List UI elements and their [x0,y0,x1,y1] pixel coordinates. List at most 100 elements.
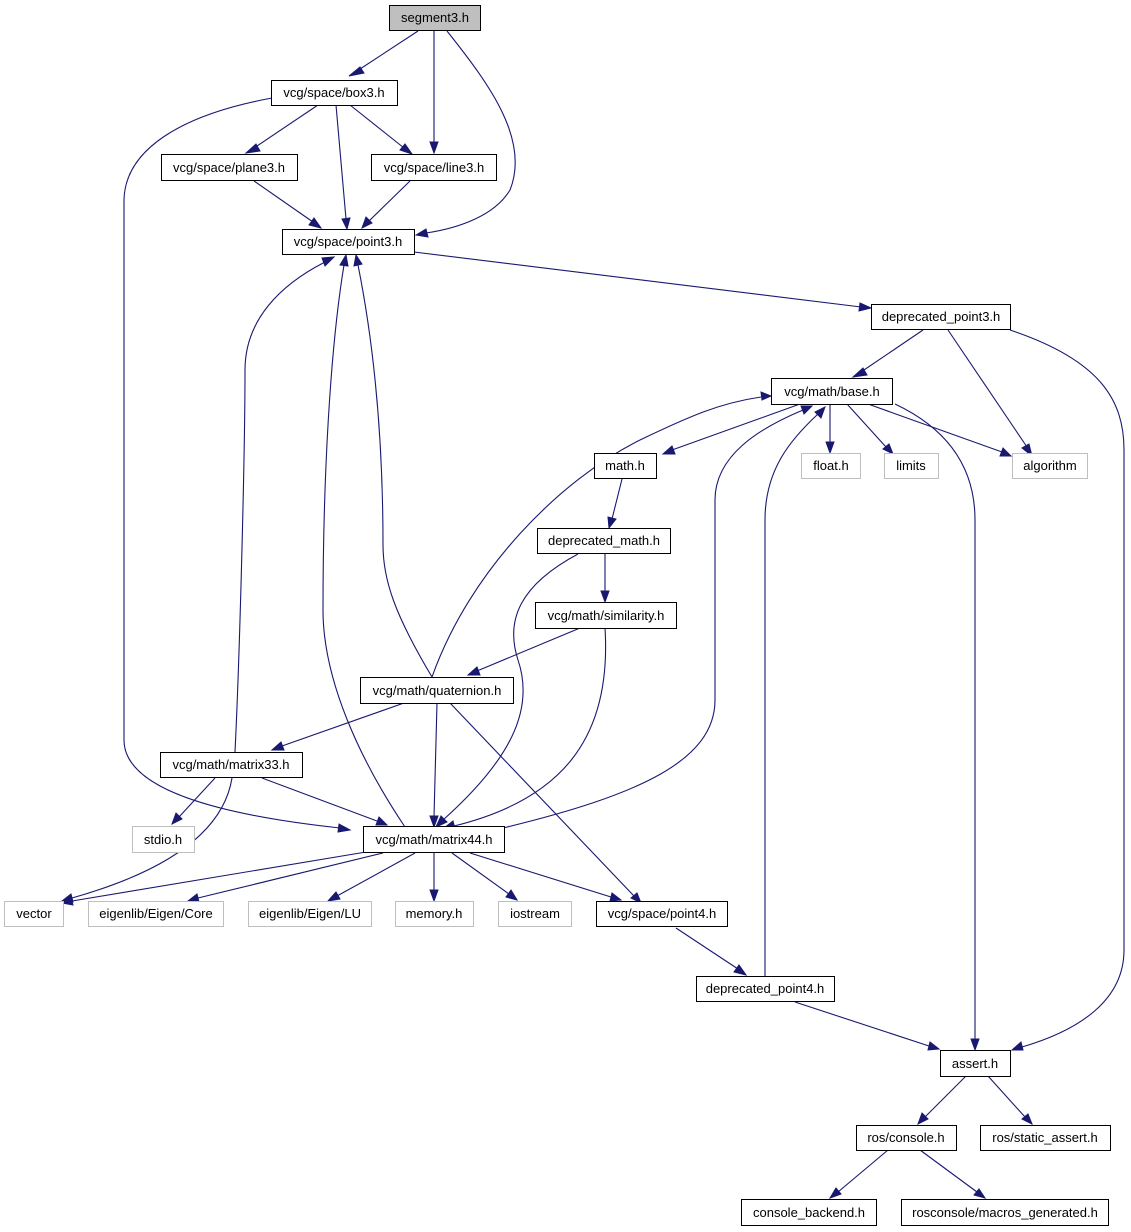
svg-text:deprecated_point3.h: deprecated_point3.h [882,309,1001,324]
edge-box3-point3 [335,104,351,231]
edge-matrix33-matrix44 [261,777,389,826]
edges [60,30,1125,1199]
edge-quaternion-matrix33 [270,702,405,751]
edge-deprecated-math-matrix44 [434,553,579,829]
edge-deprecated-point4-base [764,405,826,976]
node-point3[interactable]: vcg/space/point3.h [282,229,415,255]
edge-matrix44-point4 [469,852,623,902]
edge-matrix44-base [502,405,814,829]
edge-matrix44-eigen-core [186,852,384,903]
svg-text:ros/static_assert.h: ros/static_assert.h [992,1130,1098,1145]
svg-text:vcg/space/plane3.h: vcg/space/plane3.h [173,160,285,175]
edge-quaternion-matrix44 [429,702,439,829]
node-floath[interactable]: float.h [801,453,861,479]
edge-similarity-matrix44 [442,627,607,830]
edge-matrix44-eigen-lu [326,852,416,902]
edge-box3-plane3 [244,104,319,154]
node-assert[interactable]: assert.h [940,1050,1011,1077]
svg-text:deprecated_point4.h: deprecated_point4.h [706,981,825,996]
edge-matrix33-stdio [171,777,216,826]
edge-matrix44-point3 [322,253,406,828]
node-eigen-lu[interactable]: eigenlib/Eigen/LU [248,901,372,927]
node-deprecated-point4[interactable]: deprecated_point4.h [696,976,835,1002]
edge-point3-deprecated-point3 [413,251,873,312]
svg-text:assert.h: assert.h [952,1056,998,1071]
edge-deprecated-math-similarity [600,554,610,604]
node-plane3[interactable]: vcg/space/plane3.h [161,154,298,181]
svg-text:limits: limits [896,458,926,473]
edge-box3-matrix44 [123,97,352,833]
node-quaternion[interactable]: vcg/math/quaternion.h [360,677,514,704]
edge-quaternion-point3 [353,253,433,678]
svg-text:vcg/space/box3.h: vcg/space/box3.h [283,85,384,100]
edge-matrix44-memory [429,853,439,903]
edge-box3-line3 [349,104,414,155]
node-eigen-core[interactable]: eigenlib/Eigen/Core [88,901,224,927]
edge-matrix44-iostream [451,852,519,901]
svg-text:vcg/math/matrix44.h: vcg/math/matrix44.h [375,832,492,847]
svg-text:deprecated_math.h: deprecated_math.h [548,533,660,548]
node-similarity[interactable]: vcg/math/similarity.h [535,602,677,629]
edge-base-algorithm [867,403,1013,457]
nodes: segment3.h vcg/space/box3.h vcg/space/pl… [4,5,1111,1226]
edge-point4-deprecated-point4 [675,927,748,976]
edge-assert-ros-console [917,1075,967,1126]
node-algorithm[interactable]: algorithm [1012,453,1088,479]
svg-text:vcg/space/point4.h: vcg/space/point4.h [608,906,716,921]
node-point4[interactable]: vcg/space/point4.h [596,901,728,927]
node-macros-generated[interactable]: rosconsole/macros_generated.h [901,1199,1109,1226]
svg-text:eigenlib/Eigen/Core: eigenlib/Eigen/Core [99,906,212,921]
edge-line3-point3 [361,180,411,230]
svg-text:vcg/math/base.h: vcg/math/base.h [784,384,879,399]
node-deprecated-math[interactable]: deprecated_math.h [537,528,671,554]
node-deprecated-point3[interactable]: deprecated_point3.h [871,304,1011,330]
node-matrix33[interactable]: vcg/math/matrix33.h [160,752,303,778]
edge-segment3-point3 [414,30,516,238]
edge-ros-console-console-backend [828,1149,889,1199]
svg-text:math.h: math.h [605,458,645,473]
node-mathh[interactable]: math.h [594,453,657,479]
svg-text:vcg/math/quaternion.h: vcg/math/quaternion.h [373,683,502,698]
svg-text:algorithm: algorithm [1023,458,1076,473]
node-memory[interactable]: memory.h [395,901,474,927]
edge-similarity-quaternion [466,627,581,676]
svg-text:vcg/math/similarity.h: vcg/math/similarity.h [548,608,665,623]
edge-plane3-point3 [253,180,323,229]
edge-segment3-box3 [348,30,419,77]
svg-text:rosconsole/macros_generated.h: rosconsole/macros_generated.h [912,1205,1098,1220]
edge-matrix33-point3 [234,256,336,753]
edge-deprecated-point3-assert [1009,329,1125,1051]
svg-text:ros/console.h: ros/console.h [867,1130,944,1145]
svg-text:iostream: iostream [510,906,560,921]
edge-ros-console-macros-generated [919,1149,987,1199]
edge-matrix44-vector [60,851,367,906]
node-line3[interactable]: vcg/space/line3.h [371,154,497,181]
node-ros-console[interactable]: ros/console.h [856,1125,957,1151]
node-stdio[interactable]: stdio.h [132,826,195,853]
svg-text:console_backend.h: console_backend.h [753,1205,865,1220]
edge-segment3-line3 [429,31,439,155]
svg-text:vcg/space/point3.h: vcg/space/point3.h [294,234,402,249]
node-matrix44[interactable]: vcg/math/matrix44.h [363,826,505,853]
edge-deprecated-point4-assert [794,1001,941,1051]
node-vector[interactable]: vector [4,901,64,927]
edge-base-floath [825,404,835,455]
svg-text:vcg/math/matrix33.h: vcg/math/matrix33.h [172,757,289,772]
node-ros-static-assert[interactable]: ros/static_assert.h [980,1125,1111,1151]
edge-base-limits [846,403,894,456]
node-limits[interactable]: limits [884,453,939,479]
edge-mathh-deprecated-math [607,478,623,530]
node-iostream[interactable]: iostream [498,901,572,927]
node-box3[interactable]: vcg/space/box3.h [271,80,398,106]
svg-text:eigenlib/Eigen/LU: eigenlib/Eigen/LU [259,906,361,921]
node-console-backend[interactable]: console_backend.h [741,1199,877,1226]
svg-text:stdio.h: stdio.h [144,832,182,847]
svg-text:vcg/space/line3.h: vcg/space/line3.h [384,160,484,175]
node-segment3[interactable]: segment3.h [389,5,481,31]
node-base[interactable]: vcg/math/base.h [771,378,893,405]
svg-text:vector: vector [16,906,52,921]
svg-text:segment3.h: segment3.h [401,10,469,25]
svg-text:float.h: float.h [813,458,848,473]
svg-text:memory.h: memory.h [406,906,463,921]
